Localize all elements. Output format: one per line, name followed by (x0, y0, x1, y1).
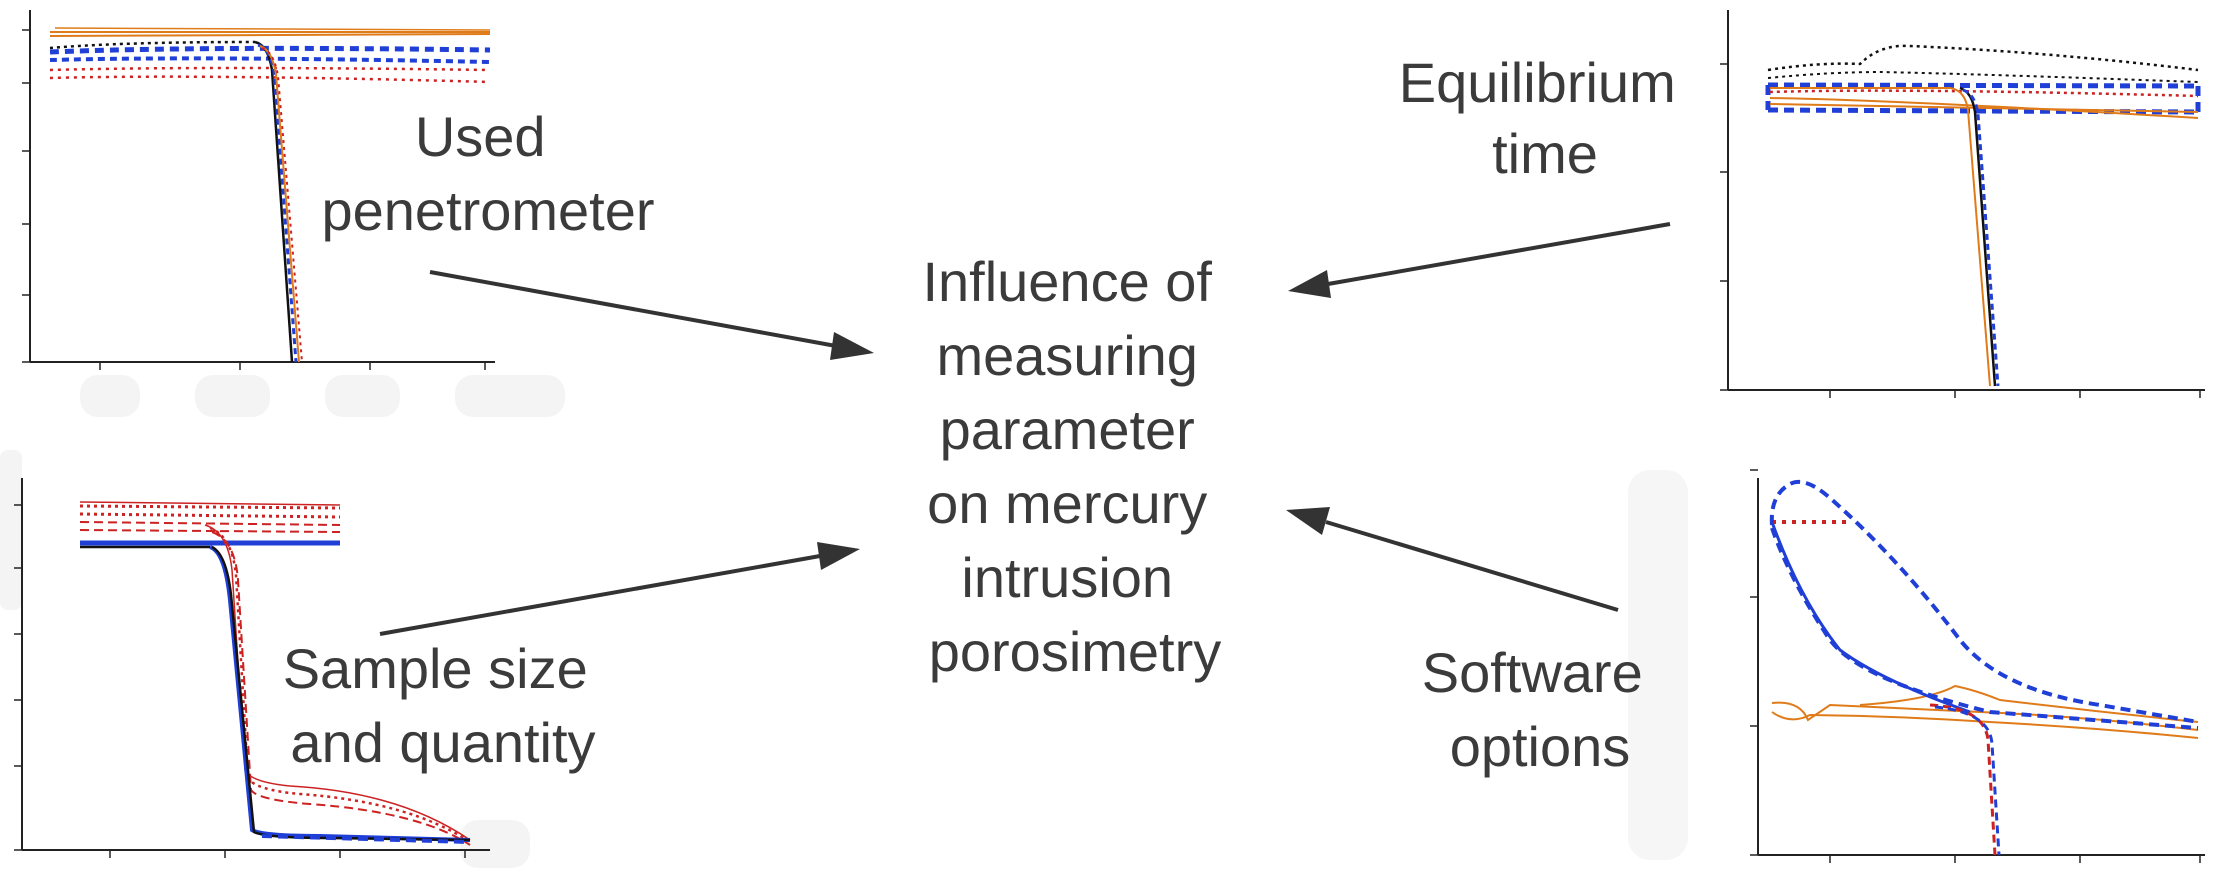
central-title-line-6: porosimetry (929, 620, 1222, 683)
plot-br-curves (1769, 479, 2199, 856)
label-sample-size-line-1: Sample size (283, 637, 588, 700)
label-sample-size: Sample size and quantity (283, 637, 604, 774)
plot-equilibrium-time (1720, 10, 2205, 398)
label-equilibrium-time-line-1: Equilibrium (1399, 51, 1676, 114)
central-title-line-4: on mercury (927, 472, 1207, 535)
label-software-options-line-1: Software (1422, 641, 1643, 704)
label-used-penetrometer: Used penetrometer (321, 105, 654, 242)
plot-sample-size (0, 450, 530, 868)
plot-tr-curves (1765, 44, 2201, 387)
arrow-from-equilibrium-time (1288, 222, 1671, 298)
plot-tr-ticks (1720, 63, 2201, 398)
label-equilibrium-time: Equilibrium time (1399, 51, 1692, 185)
central-title-line-1: Influence of (922, 250, 1212, 313)
plot-tl-ticks (22, 29, 486, 370)
central-title: Influence of measuring parameter on merc… (922, 250, 1227, 683)
label-software-options: Software options (1422, 641, 1659, 778)
plot-bl-ticks (14, 504, 466, 858)
arrow-from-sample-size (379, 542, 860, 636)
label-sample-size-line-2: and quantity (290, 711, 595, 774)
label-used-penetrometer-line-1: Used (415, 105, 546, 168)
plot-tl-curves (49, 27, 491, 363)
label-equilibrium-time-line-2: time (1492, 122, 1598, 185)
plot-software-options (1628, 469, 2205, 863)
plot-br-ticks (1750, 469, 2201, 863)
plot-used-penetrometer (22, 10, 565, 417)
label-software-options-line-2: options (1450, 715, 1631, 778)
central-title-line-5: intrusion (961, 546, 1173, 609)
arrow-from-software-options (1286, 507, 1619, 612)
label-used-penetrometer-line-2: penetrometer (321, 179, 654, 242)
plot-bl-curves (79, 501, 471, 846)
arrow-from-used-penetrometer (429, 270, 874, 360)
arrows (379, 222, 1671, 636)
central-title-line-2: measuring (936, 324, 1197, 387)
central-title-line-3: parameter (940, 398, 1195, 461)
